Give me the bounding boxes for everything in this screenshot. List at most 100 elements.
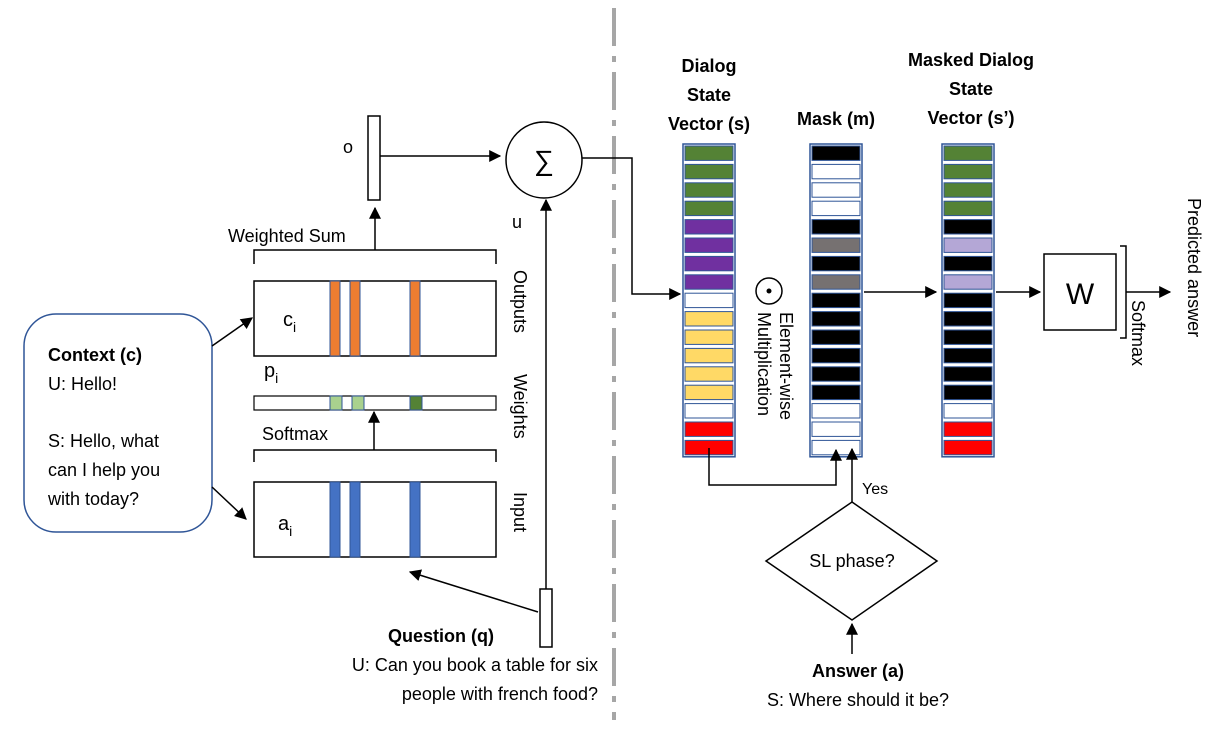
state-vector-cell: [684, 347, 734, 364]
outputs-label: Outputs: [510, 270, 530, 333]
context-bubble: [23, 313, 213, 533]
mask-cell: [811, 255, 861, 272]
masked-vector-title-1: Masked Dialog: [908, 50, 1034, 70]
mask-cell: [811, 237, 861, 253]
state-vector-title-2: State: [687, 85, 731, 105]
state-vector-title-3: Vector (s): [668, 114, 750, 134]
mask-cell: [811, 421, 861, 437]
question-line-1: U: Can you book a table for six: [352, 655, 598, 675]
state-vector-cell: [684, 237, 734, 253]
mask-cell: [811, 403, 861, 419]
masked-vector-column: [941, 143, 995, 458]
masked-vector-cell: [943, 145, 993, 161]
sum-node: [505, 121, 583, 199]
masked-vector-cell: [943, 366, 993, 382]
mask-cell: [811, 329, 861, 345]
mask-column: [809, 143, 863, 458]
state-vector-cell: [684, 366, 734, 382]
masked-vector-title-3: Vector (s’): [927, 108, 1014, 128]
weighted-sum-bracket: [253, 249, 497, 264]
question-line-2: people with french food?: [402, 684, 598, 704]
output-slot: [329, 280, 341, 357]
input-slot: [329, 481, 341, 558]
masked-vector-cell: [943, 439, 993, 456]
mask-cell: [811, 182, 861, 198]
mask-cell: [811, 347, 861, 364]
mask-cell: [811, 219, 861, 235]
weights-bar: [253, 395, 497, 411]
predicted-answer-label: Predicted answer: [1184, 198, 1204, 337]
context-line-3: can I help you: [48, 460, 160, 480]
weight-slot: [351, 395, 365, 411]
output-slot: [409, 280, 421, 357]
softmax-bracket: [253, 449, 497, 462]
context-line-4: with today?: [47, 489, 139, 509]
state-vector-cell: [684, 292, 734, 309]
sl-phase-decision: [764, 501, 939, 621]
answer-title: Answer (a): [812, 661, 904, 681]
context-line-1: U: Hello!: [48, 374, 117, 394]
state-vector-cell: [684, 311, 734, 327]
context-line-2: S: Hello, what: [48, 431, 159, 451]
elementwise-operator-dot: [766, 288, 772, 294]
mask-cell: [811, 145, 861, 161]
masked-vector-cell: [943, 237, 993, 253]
yes-label: Yes: [862, 481, 888, 498]
context-to-input-arrow: [211, 486, 247, 520]
mask-cell: [811, 366, 861, 382]
answer-text: S: Where should it be?: [767, 690, 949, 710]
mask-cell: [811, 311, 861, 327]
question-title: Question (q): [388, 626, 494, 646]
context-title: Context (c): [48, 345, 142, 365]
weight-slot: [329, 395, 343, 411]
state-vector-column: [682, 143, 736, 458]
input-slot: [409, 481, 421, 558]
masked-vector-cell: [943, 219, 993, 235]
output-slot: [349, 280, 361, 357]
masked-vector-cell: [943, 182, 993, 198]
mask-cell: [811, 274, 861, 290]
state-vector-title-1: Dialog: [681, 56, 736, 76]
o-vector: [367, 115, 381, 201]
state-vector-cell: [684, 200, 734, 217]
state-to-mask-arrow: [708, 448, 842, 486]
softmax-output-label: Softmax: [1128, 300, 1148, 366]
masked-vector-cell: [943, 200, 993, 217]
masked-vector-cell: [943, 163, 993, 180]
output-memory-box: [253, 280, 497, 357]
decision-label: SL phase?: [809, 551, 894, 571]
p-i-label: pi: [264, 360, 278, 386]
state-vector-cell: [684, 182, 734, 198]
o-label: o: [343, 137, 353, 157]
question-vector: [539, 588, 553, 648]
sigma-symbol: ∑: [534, 145, 554, 176]
input-slot: [349, 481, 361, 558]
input-memory-box: [253, 481, 497, 558]
masked-vector-title-2: State: [949, 79, 993, 99]
softmax-label: Softmax: [262, 424, 328, 444]
w-label: W: [1066, 278, 1095, 311]
weights-label: Weights: [510, 374, 530, 439]
elementwise-label-2: Multiplication: [754, 312, 774, 416]
state-vector-cell: [684, 219, 734, 235]
weighted-sum-label: Weighted Sum: [228, 226, 346, 246]
question-to-input-arrow: [408, 569, 539, 613]
masked-vector-cell: [943, 329, 993, 345]
state-vector-cell: [684, 329, 734, 345]
masked-vector-cell: [943, 274, 993, 290]
elementwise-label-1: Element-wise: [776, 312, 796, 420]
context-to-outputs-arrow: [211, 317, 253, 347]
state-vector-cell: [684, 403, 734, 419]
input-label: Input: [510, 492, 530, 532]
state-vector-cell: [684, 145, 734, 161]
state-vector-cell: [684, 384, 734, 401]
a-i-label: ai: [278, 513, 292, 539]
mask-cell: [811, 292, 861, 309]
softmax-output-bracket: [1120, 245, 1127, 339]
mask-cell: [811, 200, 861, 217]
mask-title: Mask (m): [797, 109, 875, 129]
sum-to-state-arrow: [582, 157, 682, 300]
masked-vector-cell: [943, 421, 993, 437]
masked-vector-cell: [943, 347, 993, 364]
